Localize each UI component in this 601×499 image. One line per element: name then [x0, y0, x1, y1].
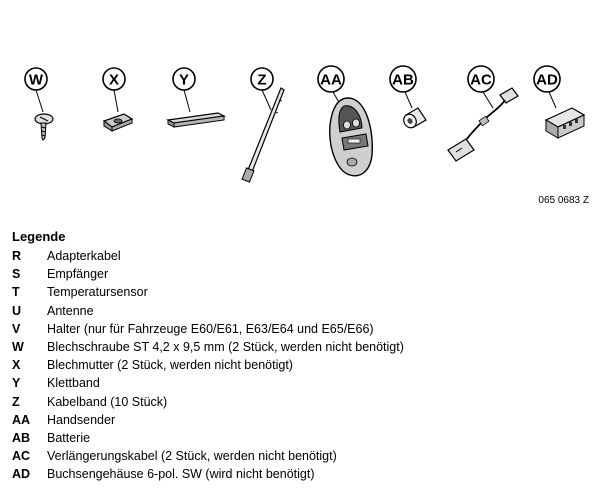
legend-text: Buchsengehäuse 6-pol. SW (wird nicht ben… — [47, 467, 315, 482]
legend-item: Z Kabelband (10 Stück) — [12, 393, 404, 411]
legend-title: Legende — [12, 229, 66, 244]
screw-drawing — [34, 113, 54, 141]
part-aa: AA — [317, 65, 373, 177]
part-ad: AD — [533, 65, 586, 139]
callout-circle-ab — [389, 65, 417, 93]
legend-item: X Blechmutter (2 Stück, werden nicht benö… — [12, 356, 404, 374]
callout-label-ac: AC — [470, 72, 492, 89]
legend-key: V — [12, 321, 21, 336]
legend-key: AA — [12, 412, 31, 427]
part-y: Y — [166, 67, 226, 128]
legend-key: X — [12, 358, 21, 373]
callout-circle-aa — [317, 65, 345, 93]
legend-item: U Antenne — [12, 302, 404, 320]
legend-key: AD — [12, 467, 31, 482]
legend-text: Blechschraube ST 4,2 x 9,5 mm (2 Stück, … — [47, 340, 404, 355]
legend-key: Y — [12, 376, 21, 391]
legend-text: Batterie — [47, 430, 91, 445]
battery-drawing — [403, 107, 427, 129]
legend-key: AB — [12, 430, 31, 445]
leader-z — [261, 89, 272, 111]
legend-key: S — [12, 267, 21, 282]
callout-label-y: Y — [179, 72, 189, 89]
legend-item: S Empfänger — [12, 265, 404, 283]
callout-circle-ac — [467, 65, 495, 93]
callout-circle-ad — [533, 65, 561, 93]
cable-tie-drawing — [241, 87, 285, 183]
part-ac: AC — [447, 65, 519, 162]
legend-item: AC Verlängerungskabel (2 Stück, werden ni… — [12, 447, 404, 465]
parts-figure: W X Y Z — [24, 65, 586, 183]
leader-ab — [404, 91, 413, 109]
hand-transmitter-drawing — [329, 97, 373, 177]
legend-key: R — [12, 249, 22, 264]
part-ab: AB — [389, 65, 427, 129]
legend-text: Verlängerungskabel (2 Stück, werden nich… — [47, 449, 337, 464]
callout-label-w: W — [29, 72, 44, 89]
legend-text: Klettband — [47, 376, 100, 391]
legend-item: R Adapterkabel — [12, 247, 404, 265]
callout-label-z: Z — [257, 72, 266, 89]
leader-x — [113, 89, 119, 113]
legend-text: Adapterkabel — [47, 249, 121, 264]
callout-label-aa: AA — [320, 72, 342, 89]
legend-text: Empfänger — [47, 267, 109, 282]
legend-item: T Temperatursensor — [12, 283, 404, 301]
part-x: X — [102, 67, 134, 132]
velcro-drawing — [166, 112, 226, 128]
legend-item: Y Klettband — [12, 374, 404, 392]
legend-item: AB Batterie — [12, 429, 404, 447]
legend-text: Handsender — [47, 412, 116, 427]
legend-item: W Blechschraube ST 4,2 x 9,5 mm (2 Stück,… — [12, 338, 404, 356]
legend-key: T — [12, 285, 20, 300]
legend-key: W — [12, 340, 24, 355]
leader-ad — [548, 91, 557, 109]
part-w: W — [24, 67, 54, 141]
leader-ac — [482, 91, 494, 109]
legend-key: AC — [12, 449, 31, 464]
legend-text: Halter (nur für Fahrzeuge E60/E61, E63/E… — [47, 321, 374, 336]
callout-label-ab: AB — [392, 72, 414, 89]
figure-code: 065 0683 Z — [538, 195, 589, 206]
legend-key: U — [12, 303, 22, 318]
legend-text: Antenne — [47, 303, 94, 318]
leader-y — [183, 89, 191, 113]
callout-label-ad: AD — [536, 72, 558, 89]
legend-text: Blechmutter (2 Stück, werden nicht benöt… — [47, 358, 293, 373]
nut-drawing — [102, 113, 134, 132]
extension-cable-drawing — [447, 87, 519, 162]
socket-housing-drawing — [544, 107, 586, 139]
legend-text: Kabelband (10 Stück) — [47, 394, 168, 409]
callout-label-x: X — [109, 72, 119, 89]
legend-list: R Adapterkabel S Empfänger T Temperatursens… — [12, 247, 404, 483]
legend-item: AA Handsender — [12, 411, 404, 429]
part-z: Z — [241, 67, 285, 183]
legend-item: V Halter (nur für Fahrzeuge E60/E61, E63/… — [12, 320, 404, 338]
legend-text: Temperatursensor — [47, 285, 148, 300]
legend-key: Z — [12, 394, 20, 409]
leader-w — [35, 89, 44, 113]
legend-item: AD Buchsengehäuse 6-pol. SW (wird nicht b… — [12, 465, 404, 483]
